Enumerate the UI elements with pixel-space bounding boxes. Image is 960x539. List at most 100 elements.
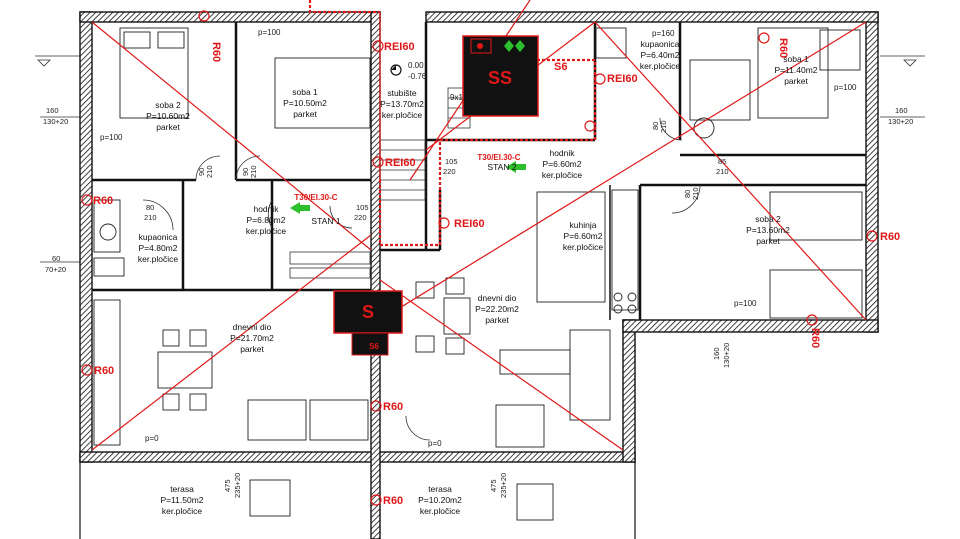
- room-area: P=13.70m2: [380, 99, 424, 109]
- room-name: dnevni dio: [478, 293, 517, 303]
- door-rating-left: T30/EI.30-C: [294, 193, 337, 202]
- level-top: 0.00: [408, 61, 424, 70]
- dim-label: 160: [712, 347, 721, 360]
- room-kupaonica-right: kupaonica P=6.40m2 ker.pločice: [640, 39, 680, 71]
- room-floor: parket: [293, 109, 317, 119]
- dim-label: 475: [223, 479, 232, 492]
- room-floor: parket: [240, 344, 264, 354]
- room-dnevni-left: dnevni dio P=21.70m2 parket: [230, 322, 274, 354]
- room-name: stubište: [387, 88, 417, 98]
- furniture: [93, 27, 863, 521]
- room-floor: ker.pločice: [382, 110, 422, 120]
- rei60-label: REI60: [385, 157, 416, 169]
- r60-label: R60: [777, 38, 789, 58]
- room-soba1-right: soba 1 P=11.40m2 parket: [774, 54, 817, 86]
- dim-label: 210: [659, 120, 668, 133]
- door-rating-right: T30/EI.30-C: [477, 153, 520, 162]
- room-area: P=21.70m2: [230, 333, 274, 343]
- room-name: soba 2: [755, 214, 781, 224]
- room-area: P=6.60m2: [564, 231, 603, 241]
- dim-label: 210: [144, 213, 157, 222]
- room-floor: parket: [784, 76, 808, 86]
- fire-marker-circles: [81, 10, 878, 506]
- dim-label: 160: [895, 106, 908, 115]
- rei60-label: REI60: [384, 41, 415, 53]
- room-soba2-right: soba 2 P=13.60m2 parket: [746, 214, 790, 246]
- parapet-label: p=100: [734, 299, 757, 308]
- dim-label: 210: [716, 167, 729, 176]
- room-floor: parket: [156, 122, 180, 132]
- room-floor: ker.pločice: [542, 170, 582, 180]
- room-area: P=10.50m2: [283, 98, 327, 108]
- room-floor: parket: [756, 236, 780, 246]
- room-dnevni-right: dnevni dio P=22.20m2 parket: [475, 293, 519, 325]
- dim-label: 210: [691, 187, 700, 200]
- dim-label: 130+20: [43, 117, 68, 126]
- room-floor: ker.pločice: [246, 226, 286, 236]
- dim-label: 60: [52, 254, 60, 263]
- parapet-label: p=0: [145, 434, 159, 443]
- dim-label: 210: [205, 165, 214, 178]
- room-kupaonica-left: kupaonica P=4.80m2 ker.pločice: [138, 232, 178, 264]
- room-name: soba 1: [783, 54, 809, 64]
- room-stubiste: stubište P=13.70m2 ker.pločice: [380, 88, 424, 120]
- room-area: P=6.60m2: [543, 159, 582, 169]
- room-soba2-left: soba 2 P=10.60m2 parket: [146, 100, 190, 132]
- dim-label: 70+20: [45, 265, 66, 274]
- parapet-label: p=0: [428, 439, 442, 448]
- room-name: hodnik: [253, 204, 279, 214]
- room-floor: ker.pločice: [640, 61, 680, 71]
- room-kuhinja: kuhinja P=6.60m2 ker.pločice: [563, 220, 603, 252]
- dim-label: 90: [241, 168, 250, 176]
- r60-label: R60: [210, 42, 222, 62]
- dim-label: 220: [443, 167, 456, 176]
- room-area: P=11.40m2: [774, 65, 817, 75]
- room-floor: ker.pločice: [162, 506, 202, 516]
- room-name: kupaonica: [139, 232, 178, 242]
- r60-label: R60: [94, 365, 114, 377]
- room-terasa-left: terasa P=11.50m2 ker.pločice: [160, 484, 203, 516]
- dim-label: 475: [489, 479, 498, 492]
- reference-lines: [35, 55, 925, 263]
- dim-label: 105: [356, 203, 369, 212]
- dim-label: 210: [249, 165, 258, 178]
- r60-label: R60: [383, 401, 403, 413]
- parapet-label: p=100: [100, 133, 123, 142]
- room-name: kuhinja: [570, 220, 597, 230]
- dim-label: 235+20: [499, 473, 508, 498]
- room-name: kupaonica: [641, 39, 680, 49]
- stan-2-label: STAN 2: [487, 162, 516, 172]
- terraces: [79, 462, 636, 539]
- r60-label: R60: [809, 328, 821, 348]
- rei60-label: REI60: [607, 73, 638, 85]
- dim-label: 160: [46, 106, 59, 115]
- smoke-shafts: [333, 35, 539, 356]
- room-name: hodnik: [549, 148, 575, 158]
- room-area: P=10.20m2: [418, 495, 462, 505]
- dim-label: 90: [197, 168, 206, 176]
- door-swings: [142, 117, 701, 441]
- dim-label: 80: [651, 122, 660, 130]
- stan-1-label: STAN 1: [311, 216, 340, 226]
- room-floor: ker.pločice: [420, 506, 460, 516]
- room-floor: parket: [485, 315, 509, 325]
- parapet-labels: p=100 p=100 p=160 p=100 p=100 p=0 p=0: [100, 28, 857, 448]
- room-terasa-right: terasa P=10.20m2 ker.pločice: [418, 484, 462, 516]
- exterior-walls: [79, 11, 879, 539]
- room-area: P=6.80m2: [247, 215, 286, 225]
- room-area: P=13.60m2: [746, 225, 790, 235]
- staircase: [289, 87, 471, 279]
- s-label: S: [362, 302, 374, 322]
- r60-label: R60: [383, 495, 403, 507]
- room-area: P=4.80m2: [139, 243, 178, 253]
- room-area: P=10.60m2: [146, 111, 190, 121]
- room-name: terasa: [428, 484, 452, 494]
- fire-ratings: R60 REI60 REI60 REI60 REI60 R60 R60 R60 …: [93, 38, 900, 507]
- room-area: P=22.20m2: [475, 304, 519, 314]
- r60-label: R60: [880, 231, 900, 243]
- room-area: P=11.50m2: [160, 495, 203, 505]
- room-soba1: soba 1 P=10.50m2 parket: [283, 87, 327, 119]
- dim-label: 80: [683, 190, 692, 198]
- dim-label: 130+20: [888, 117, 913, 126]
